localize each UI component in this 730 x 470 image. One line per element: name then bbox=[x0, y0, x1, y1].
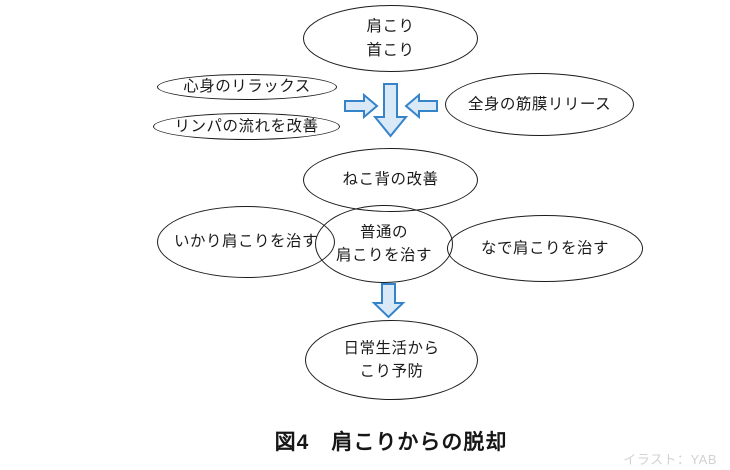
illustration-credit: イラスト：YAB bbox=[623, 452, 717, 467]
node-square-shoulder-fix: いかり肩こりを治す bbox=[157, 206, 335, 278]
node-lymph-flow-improvement: リンパの流れを改善 bbox=[153, 113, 340, 140]
arrow-down-icon bbox=[372, 83, 409, 138]
node-label: ねこ背の改善 bbox=[342, 171, 439, 189]
arrow-left-icon bbox=[404, 92, 438, 120]
node-hunchback-improvement: ねこ背の改善 bbox=[303, 148, 478, 212]
node-daily-life-prevention: 日常生活から こり予防 bbox=[305, 320, 478, 400]
node-label: 心身のリラックス bbox=[183, 78, 311, 96]
node-label: 普通の 肩こりを治す bbox=[335, 223, 432, 264]
arrow-down-icon bbox=[371, 283, 406, 319]
node-fascia-release: 全身の筋膜リリース bbox=[445, 73, 634, 136]
arrow-right-icon bbox=[344, 92, 379, 120]
node-label: 肩こり 首こり bbox=[366, 18, 415, 59]
node-label: リンパの流れを改善 bbox=[174, 117, 319, 135]
node-label: 全身の筋膜リリース bbox=[467, 95, 612, 113]
node-label: いかり肩こりを治す bbox=[173, 233, 318, 251]
node-shoulder-neck-stiffness: 肩こり 首こり bbox=[303, 5, 478, 72]
node-normal-shoulder-fix: 普通の 肩こりを治す bbox=[315, 205, 453, 283]
node-mind-body-relax: 心身のリラックス bbox=[157, 74, 337, 100]
figure-caption: 図4 肩こりからの脱却 bbox=[274, 431, 508, 454]
node-label: なで肩こりを治す bbox=[480, 239, 609, 257]
node-label: 日常生活から こり予防 bbox=[343, 339, 440, 380]
node-sloping-shoulder-fix: なで肩こりを治す bbox=[447, 215, 643, 282]
